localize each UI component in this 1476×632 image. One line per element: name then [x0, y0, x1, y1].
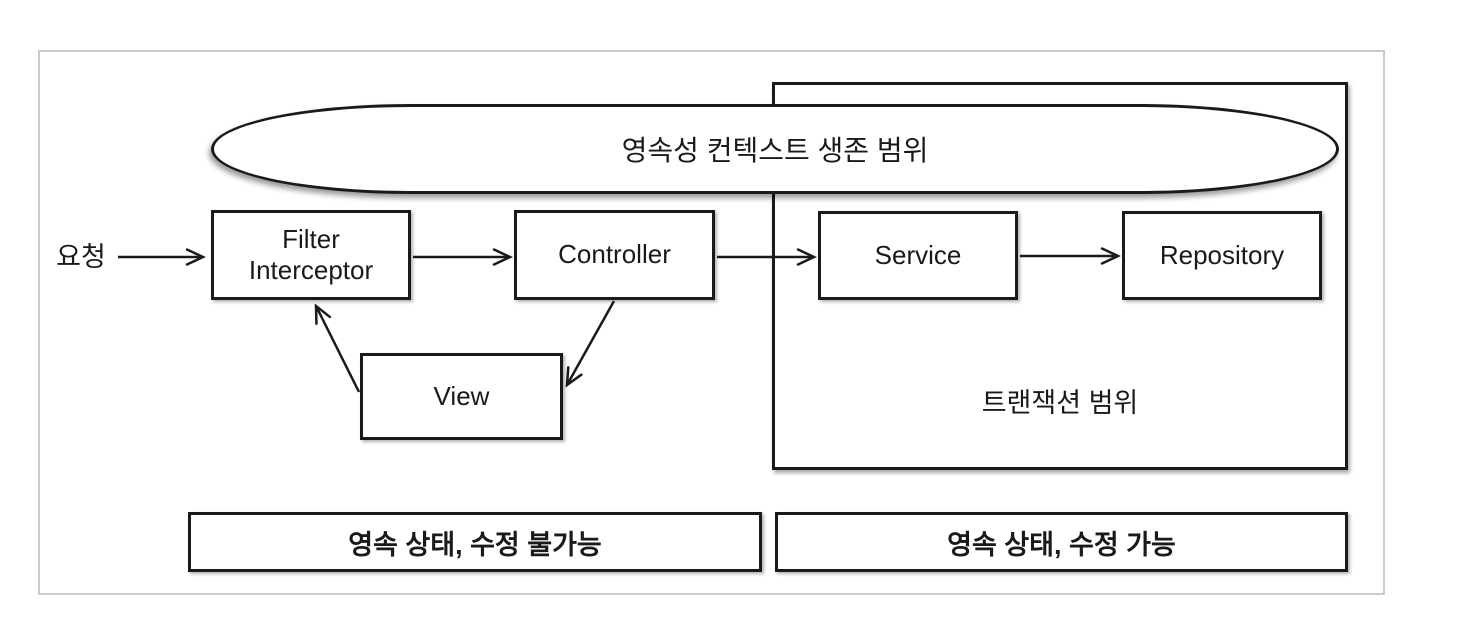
filter-label-line1: Filter: [282, 223, 340, 254]
legend-persistent-readonly-label: 영속 상태, 수정 불가능: [348, 529, 602, 560]
legend-persistent-editable-box: 영속 상태, 수정 가능: [775, 512, 1348, 572]
service-label: Service: [874, 239, 962, 270]
persistence-context-label: 영속성 컨텍스트 생존 범위: [621, 135, 929, 166]
view-box: View: [360, 353, 563, 440]
filter-label-line2: Interceptor: [248, 255, 374, 285]
repository-label: Repository: [1159, 239, 1285, 270]
transaction-scope-label: 트랜잭션 범위: [981, 388, 1139, 418]
controller-label: Controller: [558, 239, 671, 270]
view-label: View: [433, 380, 490, 411]
service-box: Service: [818, 211, 1018, 300]
controller-box: Controller: [514, 210, 715, 300]
repository-box: Repository: [1122, 211, 1322, 300]
legend-persistent-editable-label: 영속 상태, 수정 가능: [947, 529, 1176, 560]
persistence-context-ellipse: 영속성 컨텍스트 생존 범위: [211, 104, 1339, 194]
legend-persistent-readonly-box: 영속 상태, 수정 불가능: [188, 512, 762, 572]
filter-interceptor-box: Filter Interceptor: [211, 210, 411, 300]
request-label: 요청: [56, 242, 106, 272]
